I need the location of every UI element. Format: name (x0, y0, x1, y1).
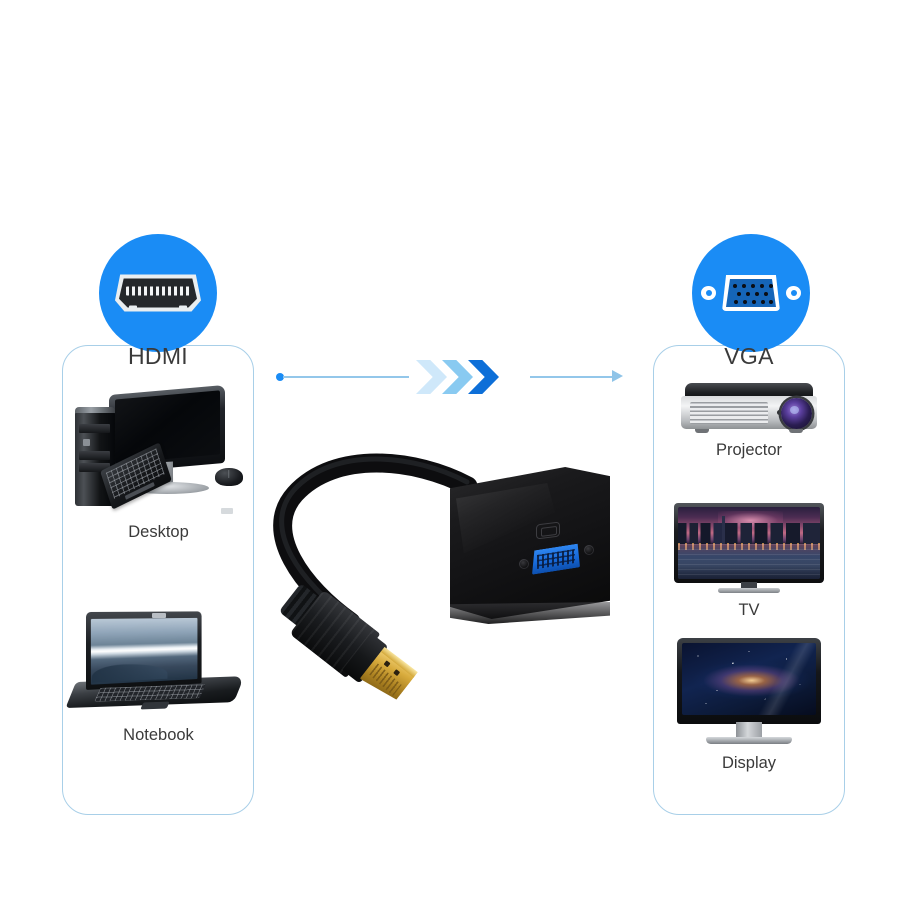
flow-start-dot (276, 373, 284, 381)
screw-hole-right (584, 545, 594, 555)
arrowhead-icon (612, 370, 623, 382)
device-card-desktop: Desktop (66, 384, 251, 542)
adapter-housing (450, 467, 610, 627)
desktop-computer-icon (69, 384, 249, 515)
product-image-hdmi-to-vga-adapter (265, 408, 637, 748)
device-card-tv: TV (659, 503, 839, 620)
adapter-cable (273, 453, 478, 632)
vga-badge (692, 234, 810, 352)
flow-line-left (283, 376, 409, 378)
computer-display-icon (677, 638, 821, 748)
conversion-flow-arrow (272, 360, 632, 394)
flow-line-right (530, 376, 616, 378)
projector-icon (681, 383, 817, 435)
port-outline-mark (536, 521, 560, 540)
vga-db15-port-icon (701, 275, 801, 311)
device-card-notebook: Notebook (64, 611, 251, 745)
device-card-display: Display (659, 638, 839, 773)
device-caption-display: Display (721, 754, 777, 772)
mouse-shape (214, 468, 243, 486)
tv-screen-wallpaper (678, 507, 820, 579)
laptop-icon (64, 611, 244, 718)
device-caption-projector: Projector (715, 441, 783, 459)
hdmi-badge (99, 234, 217, 352)
chevron-icon-1 (416, 360, 447, 394)
device-caption-tv: TV (738, 601, 760, 619)
device-caption-desktop: Desktop (128, 523, 189, 541)
device-card-projector: Projector (659, 383, 839, 460)
television-icon (674, 503, 824, 595)
hdmi-port-icon (115, 274, 201, 312)
vga-badge-label: VGA (724, 343, 774, 369)
screw-hole-left (519, 559, 529, 569)
display-screen-wallpaper (682, 643, 816, 715)
hdmi-badge-label: HDMI (128, 343, 188, 369)
projector-lens (781, 398, 812, 429)
device-caption-notebook: Notebook (123, 726, 194, 744)
